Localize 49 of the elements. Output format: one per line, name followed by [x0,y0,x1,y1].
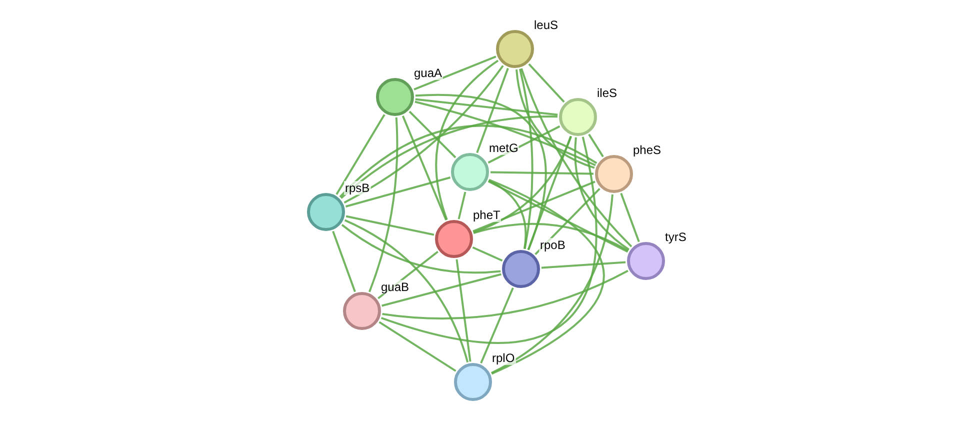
protein-label: ileS [596,86,618,100]
protein-label: guaB [380,280,410,294]
protein-label: rpoB [539,238,566,252]
interaction-line [341,224,501,274]
protein-label: pheT [472,208,502,222]
interaction-line [488,180,628,253]
interaction-line [382,270,628,320]
interaction-line [472,246,503,262]
interaction-line [473,136,572,234]
interaction-line [345,176,451,208]
interaction-line [518,68,534,250]
interaction-line [382,273,502,307]
interaction-line [488,178,605,375]
interaction-line [414,56,496,90]
protein-label: rplO [491,351,516,365]
interaction-line [415,98,558,116]
interaction-line [473,223,629,252]
interaction-line [516,69,595,169]
protein-label: tyrS [664,230,688,244]
interaction-line [336,114,386,195]
interaction-line [414,100,596,166]
interaction-line [415,94,547,250]
interaction-line [527,136,572,250]
interaction-line [344,219,469,362]
interaction-line [490,171,594,175]
interaction-line [520,68,632,248]
interaction-line [339,124,598,198]
interaction-line [458,192,466,220]
interaction-line [380,136,597,344]
interaction-line [472,180,596,232]
protein-label: metG [488,141,520,155]
interaction-line [346,215,434,236]
interaction-line [588,134,604,158]
interaction-line [620,192,640,242]
interaction-line [476,68,509,154]
protein-label: leuS [533,18,560,32]
interaction-line [541,261,626,269]
interaction-line [332,230,356,292]
protein-label: rpsB [344,181,371,195]
interaction-line [402,116,448,220]
interaction-line [408,110,456,158]
interaction-line [528,63,565,103]
interaction-line [368,117,398,292]
interaction-line [490,194,614,374]
protein-label: pheS [632,143,662,157]
interaction-line [456,259,472,362]
interaction-line [480,287,514,364]
interaction-line [340,116,558,199]
protein-label: guaA [413,66,444,80]
